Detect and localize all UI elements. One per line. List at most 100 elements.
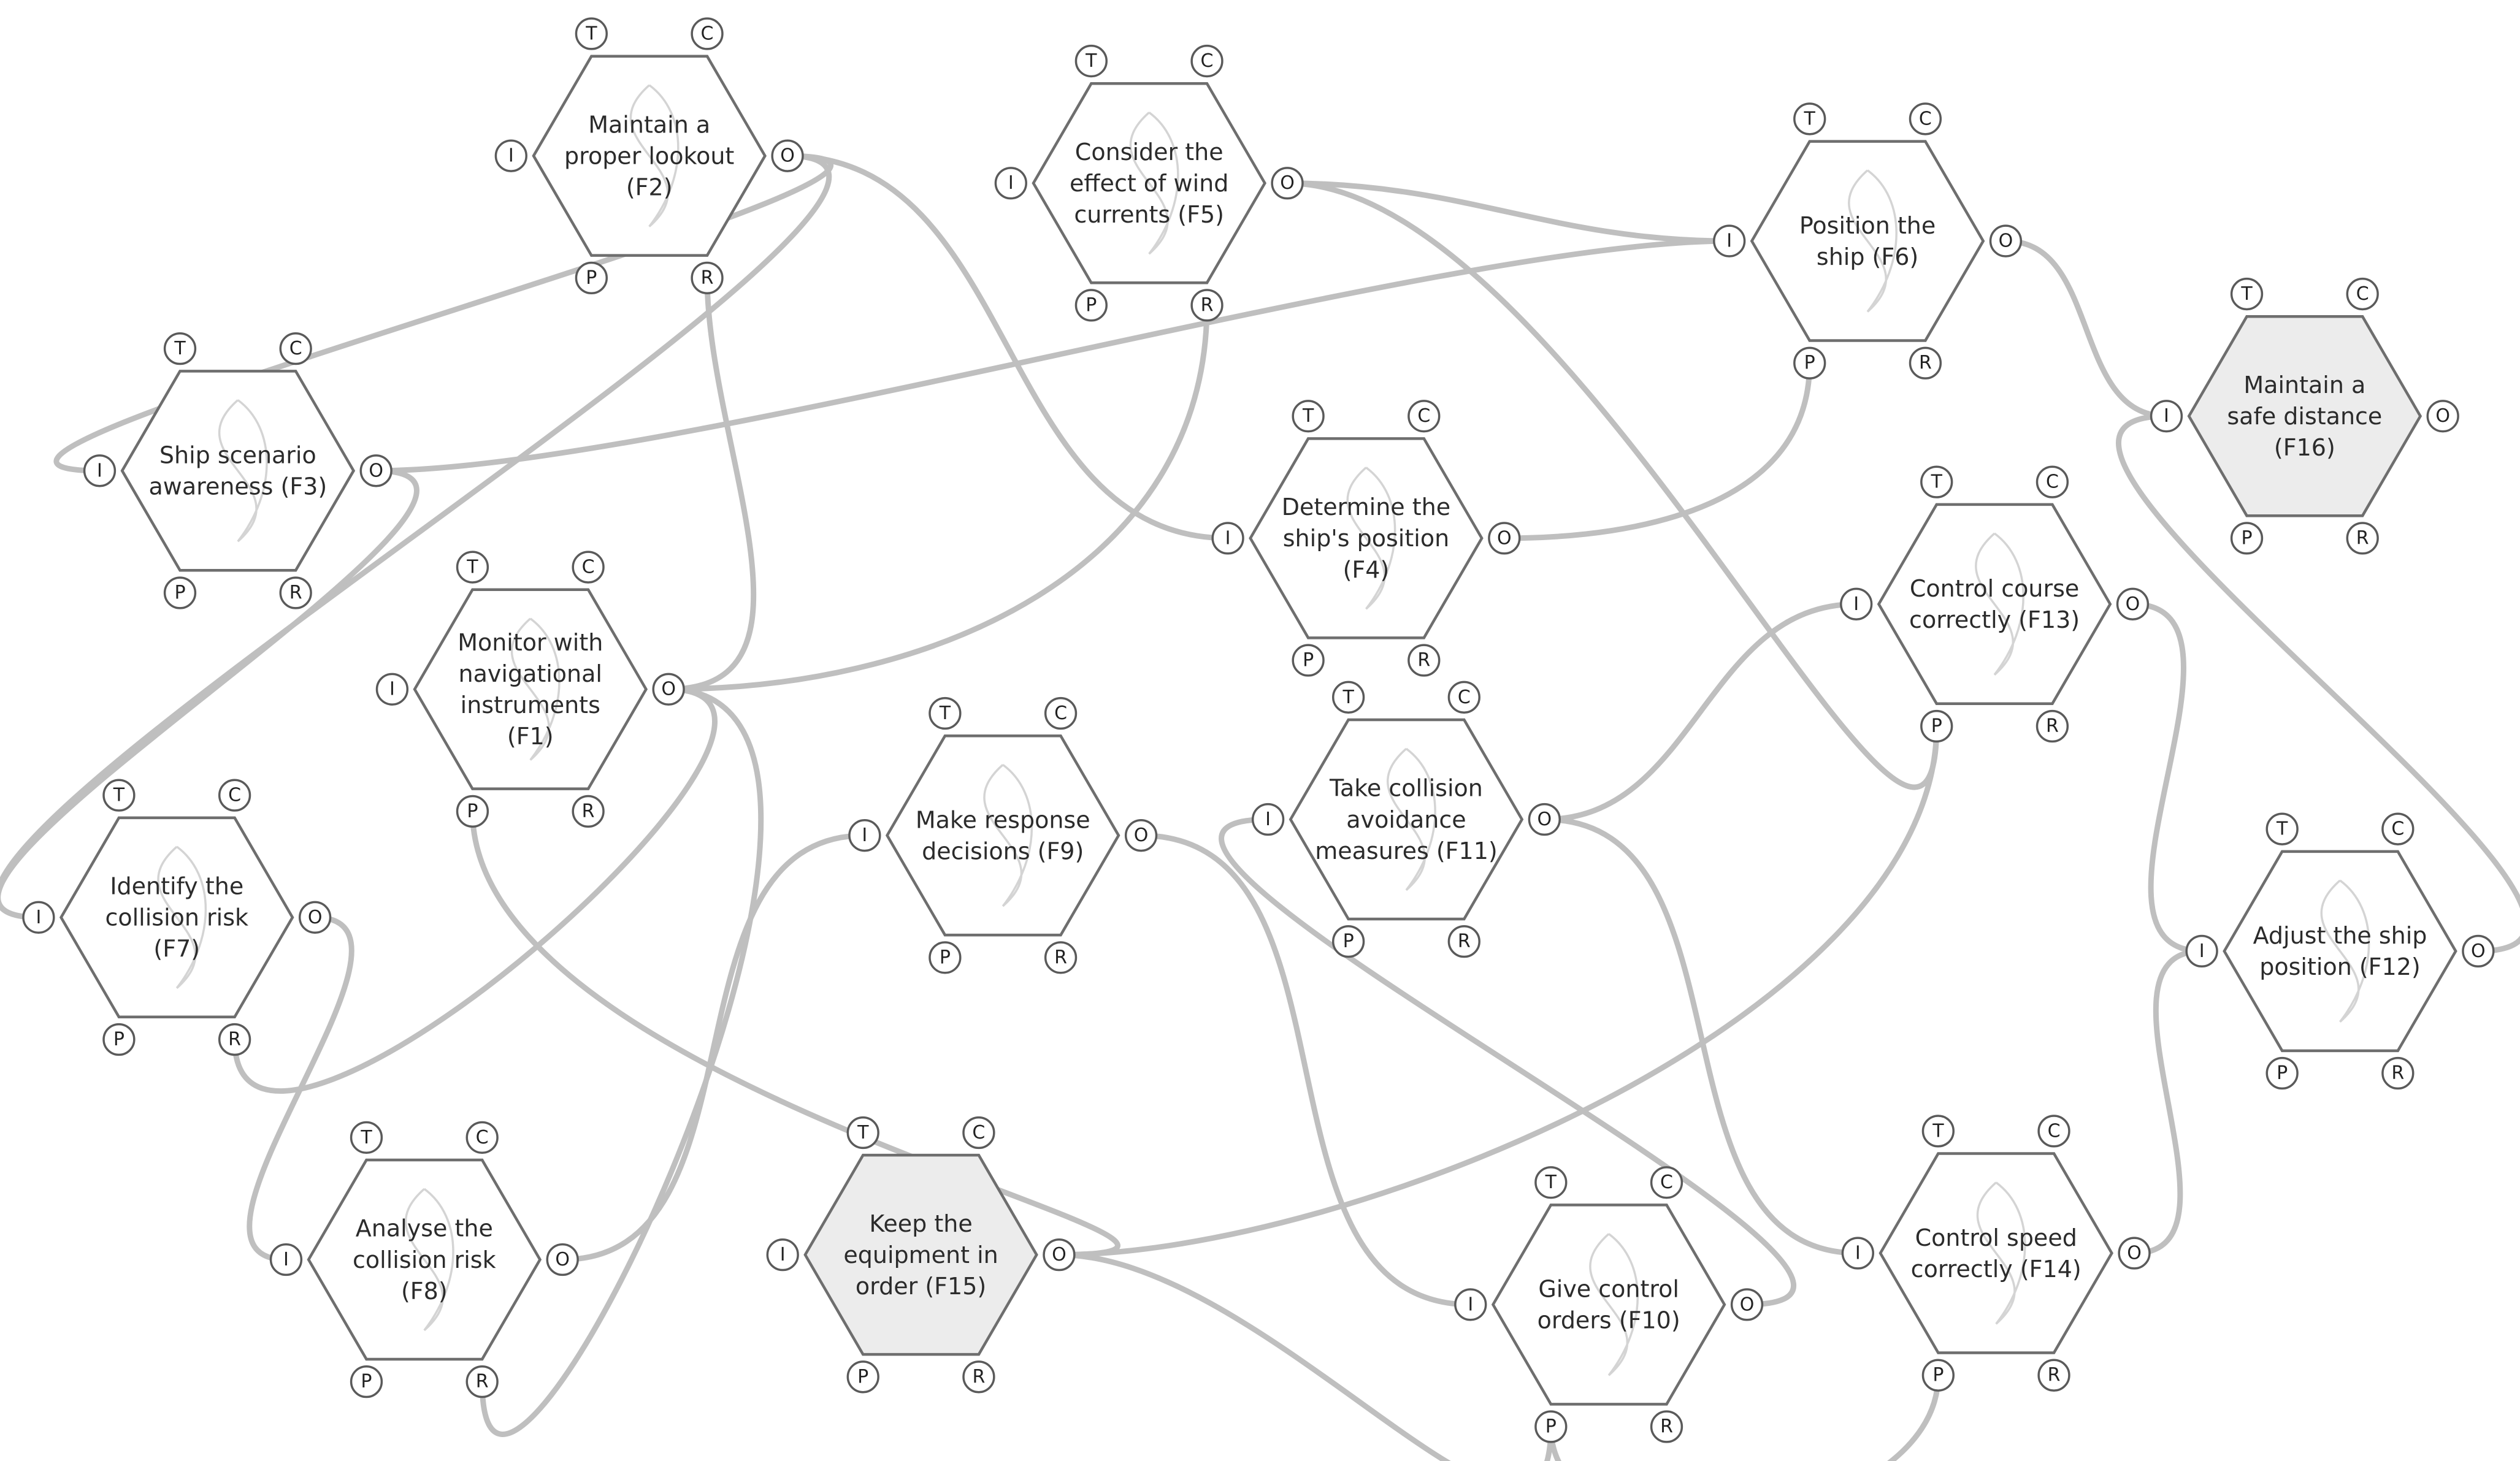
aspect-t-connector[interactable]: T <box>456 551 489 584</box>
aspect-c-connector[interactable]: C <box>218 779 251 812</box>
aspect-o-connector[interactable]: O <box>1271 167 1304 200</box>
aspect-r-connector[interactable]: R <box>279 576 312 609</box>
aspect-t-connector[interactable]: T <box>1074 44 1108 78</box>
aspect-o-connector[interactable]: O <box>1043 1238 1076 1272</box>
aspect-i-connector[interactable]: I <box>1840 587 1873 620</box>
aspect-o-connector[interactable]: O <box>1488 522 1521 555</box>
aspect-p-connector[interactable]: P <box>1920 709 1953 743</box>
aspect-t-connector[interactable]: T <box>163 332 197 365</box>
aspect-p-connector[interactable]: P <box>1921 1359 1955 1392</box>
aspect-r-connector[interactable]: R <box>691 261 724 294</box>
aspect-o-connector[interactable]: O <box>2462 934 2495 968</box>
aspect-p-connector[interactable]: P <box>846 1360 879 1394</box>
aspect-p-connector[interactable]: P <box>1534 1410 1568 1443</box>
aspect-r-connector[interactable]: R <box>218 1023 251 1056</box>
aspect-o-connector[interactable]: O <box>652 673 685 706</box>
aspect-t-connector[interactable]: T <box>102 779 136 812</box>
aspect-o-connector[interactable]: O <box>771 139 804 172</box>
aspect-t-connector[interactable]: T <box>1331 681 1365 714</box>
aspect-r-connector[interactable]: R <box>2346 522 2379 555</box>
aspect-c-connector[interactable]: C <box>1650 1166 1683 1199</box>
aspect-c-connector[interactable]: C <box>1407 400 1441 433</box>
aspect-p-connector[interactable]: P <box>1331 925 1365 958</box>
aspect-p-connector[interactable]: P <box>2230 522 2264 555</box>
aspect-i-connector[interactable]: I <box>1713 224 1746 257</box>
aspect-r-connector[interactable]: R <box>572 795 605 828</box>
aspect-i-connector[interactable]: I <box>2150 400 2183 433</box>
aspect-p-connector[interactable]: P <box>456 795 489 828</box>
aspect-r-connector[interactable]: R <box>2381 1056 2415 1090</box>
aspect-i-connector[interactable]: I <box>2185 934 2218 968</box>
aspect-p-connector[interactable]: P <box>163 576 197 609</box>
aspect-i-connector[interactable]: I <box>83 454 117 487</box>
aspect-c-connector[interactable]: C <box>1447 681 1480 714</box>
aspect-t-connector[interactable]: T <box>1292 400 1325 433</box>
aspect-t-connector[interactable]: T <box>2265 812 2299 845</box>
aspect-r-connector[interactable]: R <box>1044 941 1078 974</box>
aspect-t-connector[interactable]: T <box>846 1116 879 1150</box>
aspect-p-connector[interactable]: P <box>1074 289 1108 322</box>
aspect-t-connector[interactable]: T <box>1793 102 1826 135</box>
aspect-i-connector[interactable]: I <box>1841 1237 1874 1270</box>
aspect-c-connector[interactable]: C <box>572 551 605 584</box>
aspect-p-connector[interactable]: P <box>350 1365 383 1398</box>
aspect-c-connector[interactable]: C <box>279 332 312 365</box>
aspect-o-connector[interactable]: O <box>1989 224 2023 257</box>
aspect-r-connector[interactable]: R <box>2037 1359 2070 1392</box>
aspect-r-connector[interactable]: R <box>465 1365 499 1398</box>
aspect-c-connector[interactable]: C <box>1190 44 1224 78</box>
aspect-o-connector[interactable]: O <box>2116 587 2150 620</box>
aspect-o-connector[interactable]: O <box>1124 819 1158 852</box>
aspect-t-connector[interactable]: T <box>1921 1115 1955 1148</box>
aspect-p-connector[interactable]: P <box>1292 644 1325 677</box>
aspect-c-connector[interactable]: C <box>2036 465 2069 498</box>
aspect-i-connector[interactable]: I <box>1454 1288 1487 1321</box>
aspect-t-connector[interactable]: T <box>2230 277 2264 311</box>
aspect-t-connector[interactable]: T <box>350 1121 383 1154</box>
aspect-c-connector[interactable]: C <box>2037 1115 2070 1148</box>
aspect-r-connector[interactable]: R <box>1909 346 1942 380</box>
aspect-c-connector[interactable]: C <box>2346 277 2379 311</box>
aspect-i-connector[interactable]: I <box>494 139 527 172</box>
aspect-r-connector[interactable]: R <box>962 1360 995 1394</box>
aspect-t-connector[interactable]: T <box>575 17 608 50</box>
aspect-p-connector[interactable]: P <box>2265 1056 2299 1090</box>
aspect-c-connector[interactable]: C <box>465 1121 499 1154</box>
aspect-c-connector[interactable]: C <box>962 1116 995 1150</box>
aspect-r-connector[interactable]: R <box>1407 644 1441 677</box>
aspect-i-connector[interactable]: I <box>994 167 1027 200</box>
aspect-o-connector[interactable]: O <box>546 1243 579 1276</box>
aspect-o-connector[interactable]: O <box>2118 1237 2151 1270</box>
aspect-i-connector[interactable]: I <box>375 673 409 706</box>
aspect-r-connector[interactable]: R <box>1650 1410 1683 1443</box>
aspect-p-connector[interactable]: P <box>1793 346 1826 380</box>
aspect-r-connector[interactable]: R <box>2036 709 2069 743</box>
aspect-i-connector[interactable]: I <box>848 819 881 852</box>
aspect-r-connector[interactable]: R <box>1190 289 1224 322</box>
aspect-p-connector[interactable]: P <box>102 1023 136 1056</box>
aspect-t-connector[interactable]: T <box>1920 465 1953 498</box>
aspect-t-connector[interactable]: T <box>929 696 962 730</box>
aspect-o-connector[interactable]: O <box>1730 1288 1764 1321</box>
aspect-i-connector[interactable]: I <box>1211 522 1244 555</box>
aspect-o-connector[interactable]: O <box>298 901 332 934</box>
aspect-c-connector[interactable]: C <box>691 17 724 50</box>
aspect-p-connector[interactable]: P <box>575 261 608 294</box>
aspect-c-connector[interactable]: C <box>2381 812 2415 845</box>
aspect-i-connector[interactable]: I <box>766 1238 799 1272</box>
